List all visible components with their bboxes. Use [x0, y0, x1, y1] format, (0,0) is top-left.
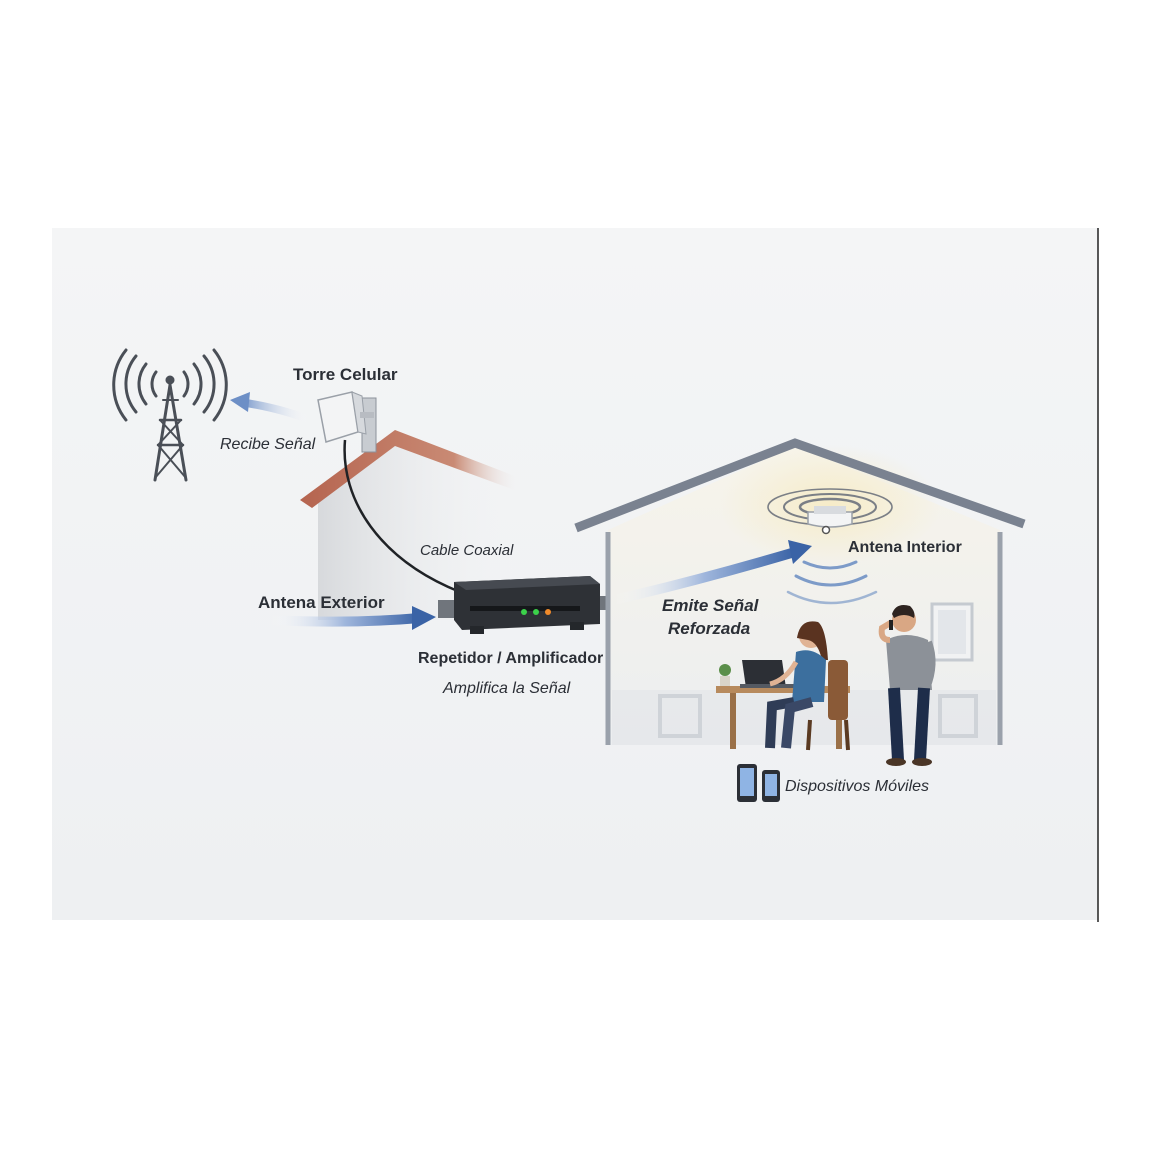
label-dispositivos-moviles: Dispositivos Móviles — [785, 778, 930, 795]
smartphone-icon — [737, 764, 757, 802]
woman-figure — [765, 621, 850, 751]
repeater-amplifier-icon — [438, 576, 608, 634]
cell-tower-icon — [112, 348, 228, 482]
emit-signal-arrow — [609, 547, 800, 605]
label-amplifica: Amplifica la Señal — [443, 680, 571, 697]
outdoor-house — [300, 397, 520, 620]
label-emite-senal: Emite Señal — [662, 596, 759, 615]
label-cable-coaxial: Cable Coaxial — [420, 542, 514, 559]
tablet-icon — [762, 770, 780, 802]
label-antena-interior: Antena Interior — [848, 539, 962, 556]
label-repetidor: Repetidor / Amplificador — [418, 650, 604, 667]
emit-signal-arrow-head — [788, 540, 812, 564]
label-torre-celular: Torre Celular — [293, 365, 398, 384]
input-signal-arrow-head — [412, 606, 436, 630]
ceiling-dome-antenna-icon — [807, 506, 853, 535]
input-signal-arrow — [265, 613, 425, 627]
label-antena-exterior: Antena Exterior — [258, 593, 385, 612]
indoor-signal-waves — [786, 560, 878, 605]
arrow-to-tower-head — [230, 392, 250, 412]
label-reforzada: Reforzada — [668, 619, 751, 638]
coaxial-cable-outdoor — [343, 439, 461, 594]
man-on-phone-figure — [878, 605, 936, 766]
outdoor-panel-antenna-icon — [317, 391, 374, 443]
label-recibe-senal: Recibe Señal — [220, 436, 316, 453]
